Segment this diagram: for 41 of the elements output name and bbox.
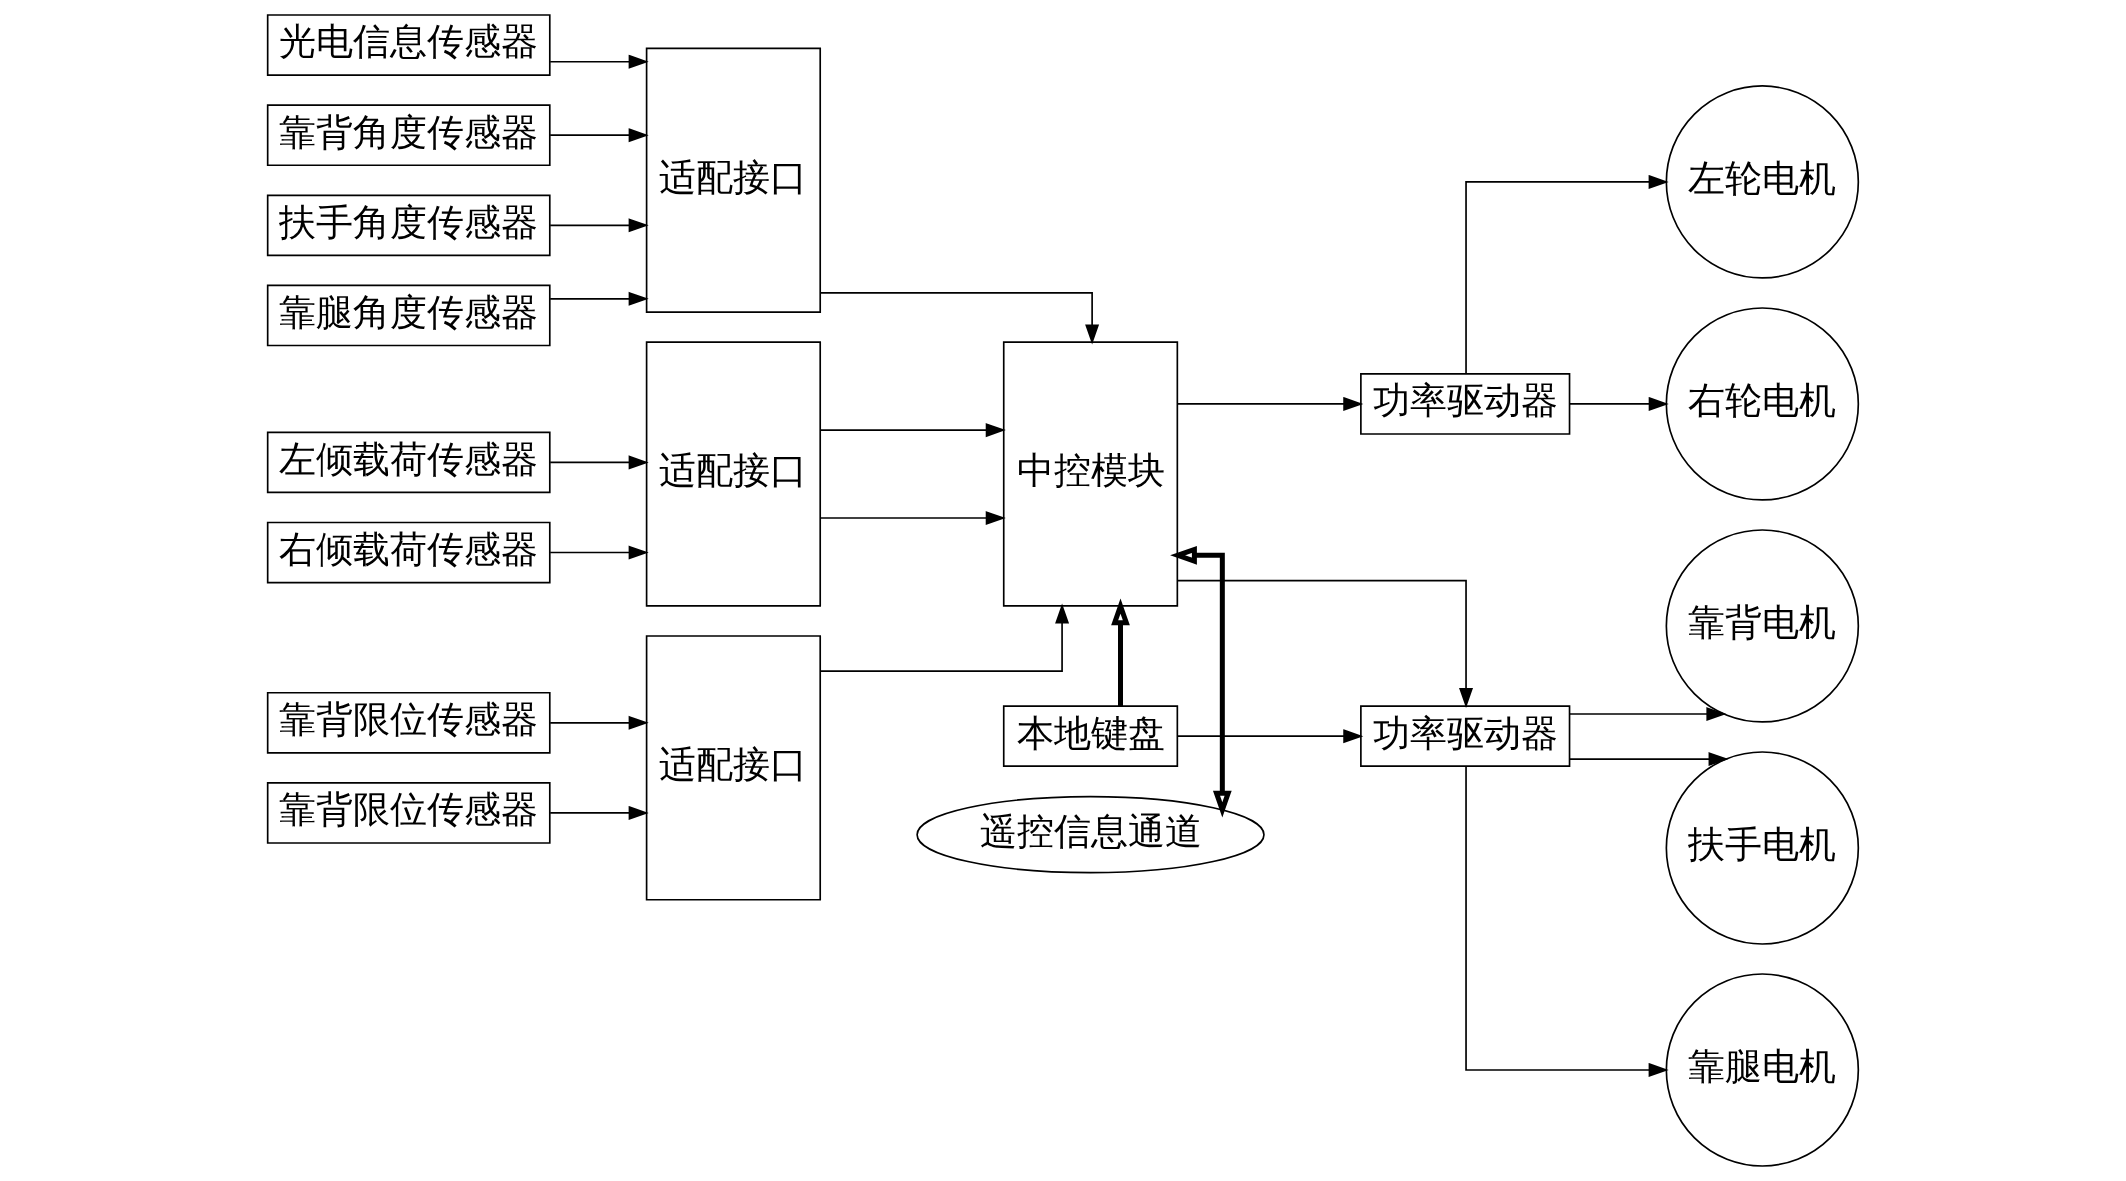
arrow (1465, 174, 1669, 375)
arrow (819, 423, 1006, 438)
node-box: 中控模块 (1002, 341, 1179, 607)
arrow (1568, 752, 1729, 767)
arrow (549, 291, 649, 306)
node-box: 适配接口 (645, 635, 822, 901)
node-circle: 右轮电机 (1665, 307, 1860, 501)
arrow (1176, 579, 1474, 708)
arrow (549, 218, 649, 233)
node-box: 靠背角度传感器 (266, 104, 551, 167)
arrow (819, 292, 1100, 345)
arrow (1568, 707, 1727, 722)
arrow (549, 545, 649, 560)
arrow (819, 603, 1070, 672)
node-box: 适配接口 (645, 47, 822, 313)
node-box: 适配接口 (645, 341, 822, 607)
node-ellipse: 遥控信息通道 (916, 795, 1265, 874)
node-circle: 左轮电机 (1665, 85, 1860, 279)
node-box: 靠背限位传感器 (266, 691, 551, 754)
node-circle: 靠腿电机 (1665, 973, 1860, 1167)
node-box: 功率驱动器 (1360, 705, 1571, 768)
arrow (549, 54, 649, 69)
arrow (549, 128, 649, 143)
node-box: 右倾载荷传感器 (266, 521, 551, 584)
node-box: 靠腿角度传感器 (266, 284, 551, 347)
arrow (819, 511, 1006, 526)
node-box: 扶手角度传感器 (266, 194, 551, 257)
arrow (549, 715, 649, 730)
arrow (549, 455, 649, 470)
arrow (1465, 765, 1669, 1077)
node-box: 左倾载荷传感器 (266, 431, 551, 494)
arrow (1111, 598, 1130, 707)
arrow (1176, 396, 1364, 411)
arrow (1170, 545, 1232, 818)
arrow (1568, 396, 1669, 411)
node-box: 功率驱动器 (1360, 373, 1571, 435)
arrow (1176, 729, 1364, 744)
arrow (549, 805, 649, 820)
node-box: 光电信息传感器 (266, 14, 551, 76)
node-box: 靠背限位传感器 (266, 782, 551, 844)
node-box: 本地键盘 (1002, 705, 1179, 768)
